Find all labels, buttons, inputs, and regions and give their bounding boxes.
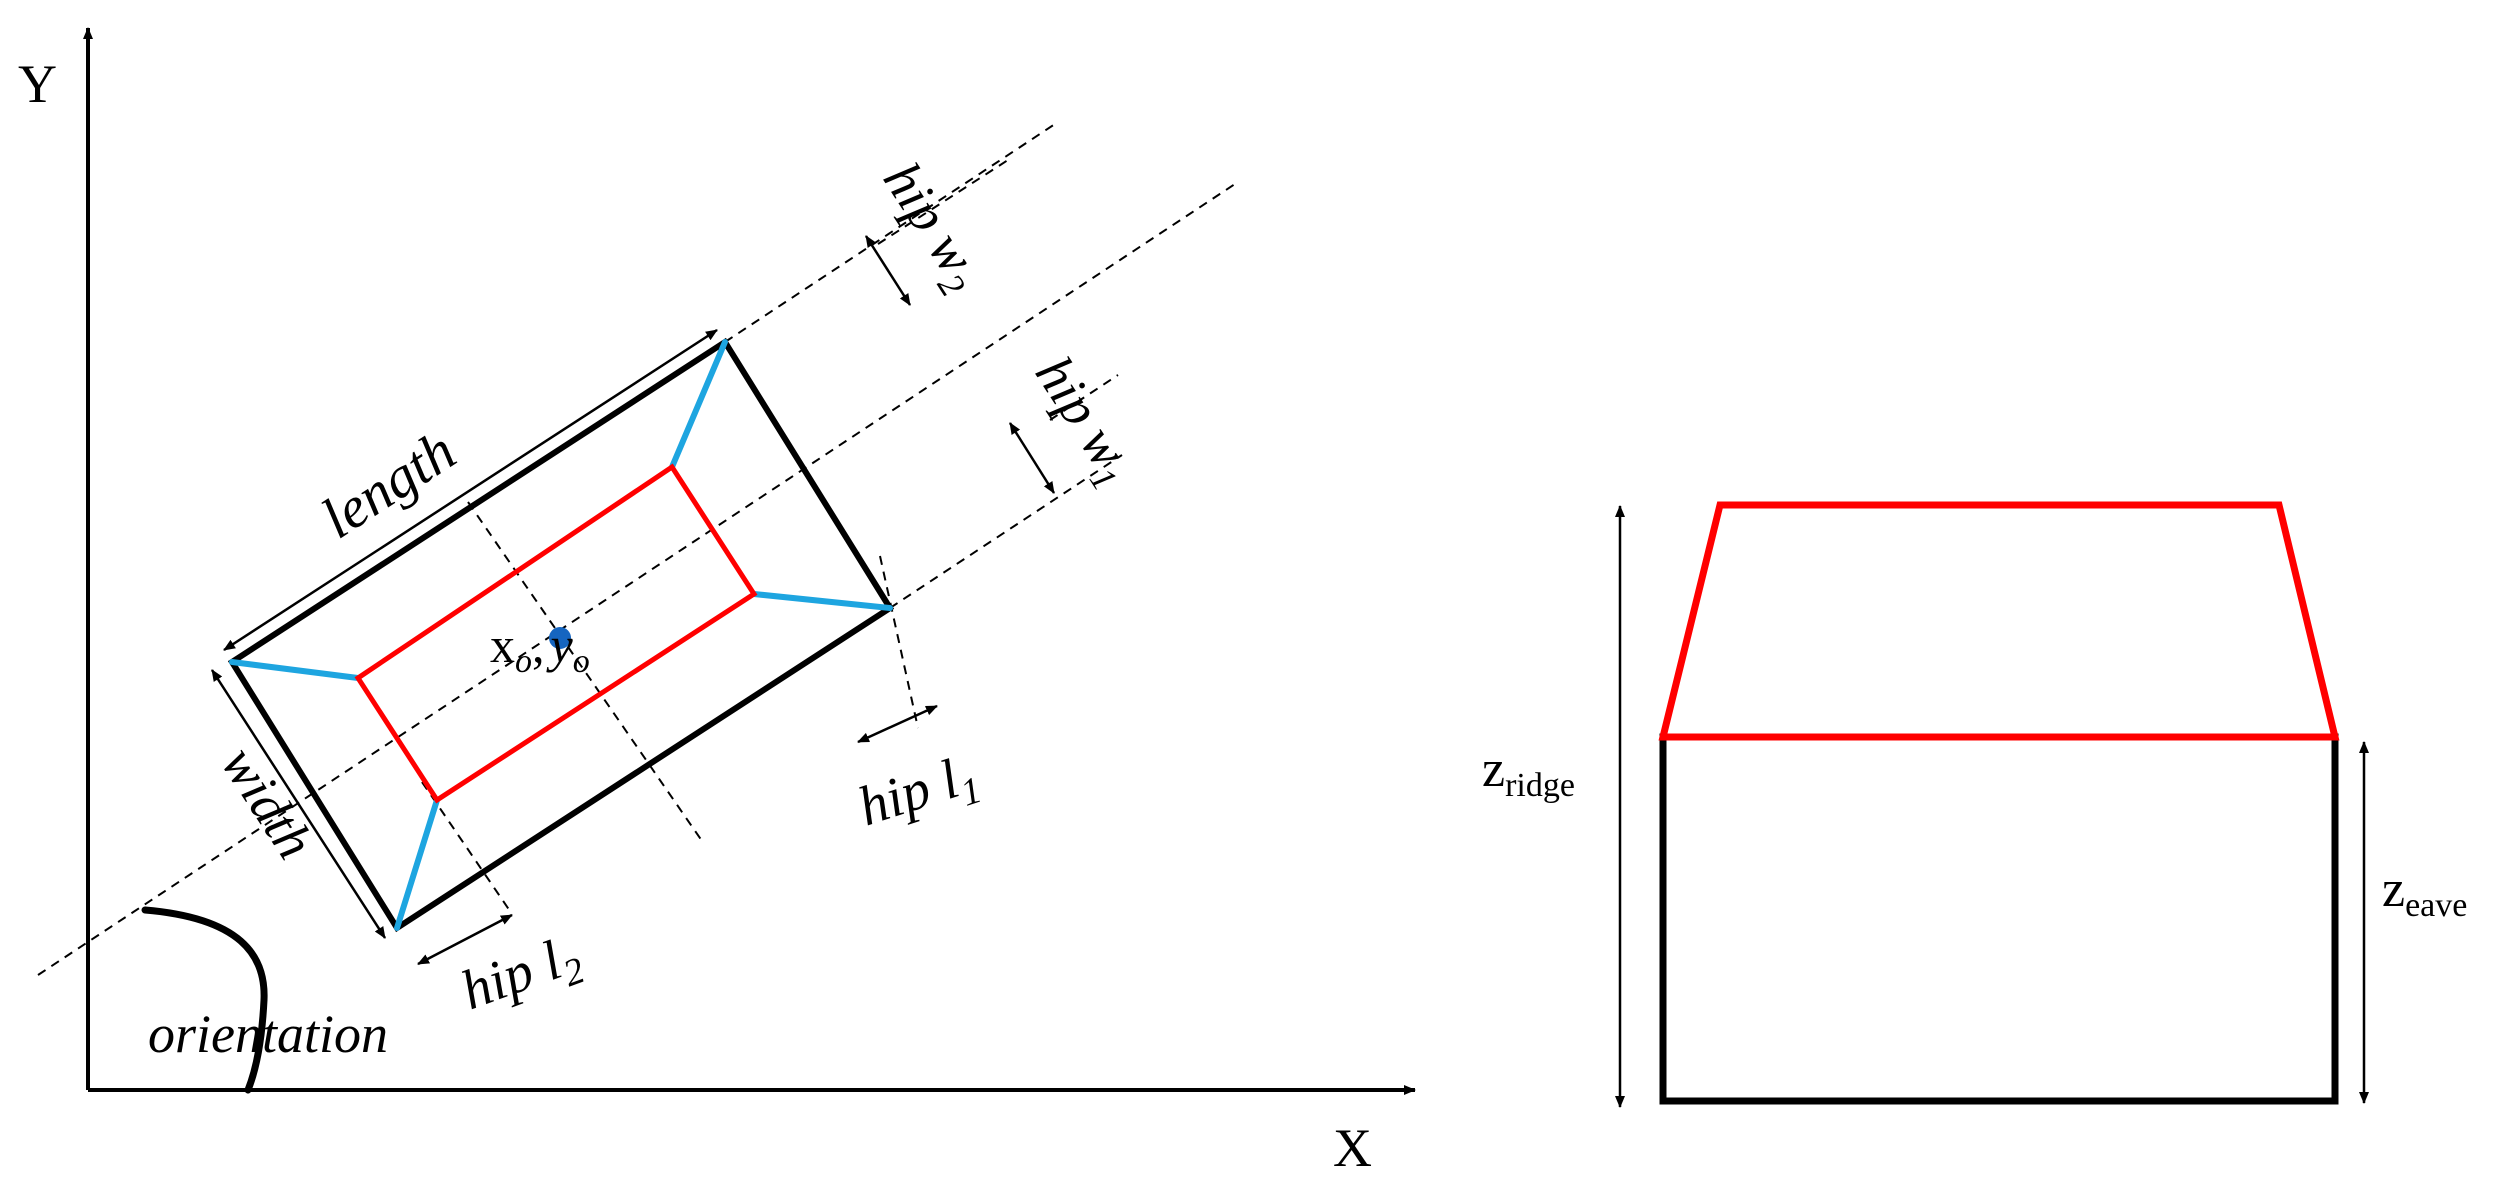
hip-l2-dimension-arrow [417,913,513,966]
plan-view: Y X xo,yo length [18,27,1416,1178]
hip-w1-dimension-arrow [1008,422,1056,494]
wall-outline [1659,733,2339,1105]
hip-w2-label: hip w2 [865,152,996,304]
x-axis-label: X [1333,1118,1372,1178]
orientation-label: orientation [148,1004,388,1064]
hip-w1-dashed-line-a [1049,374,1119,421]
hip-w1-label: hip w1 [1017,346,1148,498]
length-dimension-arrow [223,328,718,652]
offset-dashed-line-1 [724,123,1056,343]
main-axis-dashed-line [37,181,1239,976]
roof-outline [1658,501,2340,741]
z-ridge-label: zridge [1482,741,1575,804]
elevation-view: zridge zeave [1482,501,2467,1108]
hip-w2-dashed-line-a [877,159,1009,245]
hip-l2-label: hip l2 [453,923,590,1030]
length-label: length [310,417,467,550]
offset-dashed-line-2 [889,454,1123,609]
hip-line-bottom [394,797,440,931]
dashed-guides [37,123,1239,976]
center-label: xo,yo [490,617,590,680]
y-axis-label: Y [18,54,57,114]
hip-l1-label: hip l1 [851,742,987,846]
hip-l1-dimension-arrow [857,704,938,744]
width-dimension-arrow [210,669,387,939]
z-eave-label: zeave [2382,861,2467,924]
cross-dashed-line-2 [421,781,513,915]
hip-line-left [229,659,361,681]
hip-line-right [751,591,893,611]
orientation-arc [141,906,268,1094]
cross-dashed-line-3 [879,555,919,729]
hip-w2-dimension-arrow [864,235,912,306]
